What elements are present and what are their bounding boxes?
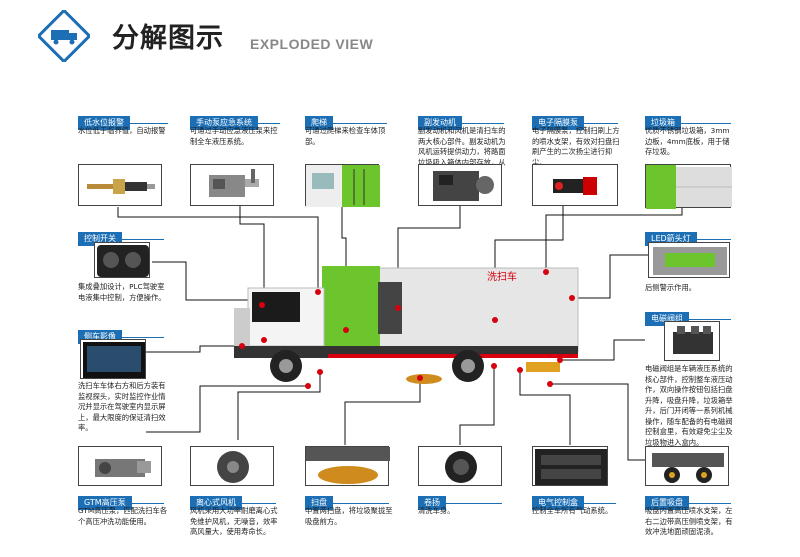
desc-electric-box: 控制全车所有气动系统。 xyxy=(532,506,613,515)
solenoid-valve-image xyxy=(664,321,720,361)
water-alarm-sensor-image xyxy=(78,164,162,206)
label-sweep-disc: 扫盘 xyxy=(305,490,389,510)
garbage-bin-image xyxy=(645,164,732,209)
label-ladder: 爬梯 xyxy=(305,110,387,130)
desc-solenoid-valve: 电磁阀组是车辆液压系统的核心部件，控制整车液压动作，双向操作按钮包括扫盘升降，吸… xyxy=(645,364,733,447)
label-diaphragm-pump: 电子隔膜泵 xyxy=(532,110,618,130)
label-rear-suction: 后置吸盘 xyxy=(645,490,731,510)
desc-hose-reel: 清洗车身。 xyxy=(418,506,455,515)
desc-sweep-disc: 中置两扫盘，将垃圾聚拢至吸盘前方。 xyxy=(305,506,393,526)
diaphragm-pump-image xyxy=(532,164,618,206)
label-water-alarm: 低水位报警 xyxy=(78,110,168,130)
label-hose-reel: 卷扬 xyxy=(418,490,502,510)
desc-centrifugal-fan: 风机采用大功率耐磨离心式免维护风机，无噪音，效率高风量大，使用寿命长。 xyxy=(190,506,278,536)
desc-led-light: 后侧警示作用。 xyxy=(645,283,697,292)
desc-rear-suction: 吸盘内置高压喷水支架，左右二边带高压侧喷支架，有效冲洗地面顽固泥渍。 xyxy=(645,506,733,536)
desc-diaphragm-pump: 电子隔膜泵，控制扫刷上方的喷水支架，有效对扫盘扫刷产生的二次扬尘进行抑尘。 xyxy=(532,126,620,167)
label-manual-pump: 手动泵应急系统 xyxy=(190,110,280,130)
sweep-disc-image xyxy=(305,446,390,486)
manual-pump-image xyxy=(190,164,274,206)
page-title: 分解图示 xyxy=(112,23,224,54)
page-subtitle: EXPLODED VIEW xyxy=(250,36,374,52)
desc-gtm-pump: GTM高压泵，匹配洗扫车各个高压冲洗功能使用。 xyxy=(78,506,168,526)
aux-engine-image xyxy=(418,164,502,206)
truck-logo-icon xyxy=(38,10,90,62)
label-aux-engine: 副发动机 xyxy=(418,110,504,130)
desc-garbage-bin: 优质不锈钢垃圾箱，3mm边板，4mm底板，用于储存垃圾。 xyxy=(645,126,730,156)
rear-suction-image xyxy=(645,446,729,486)
label-electric-box: 电气控制盒 xyxy=(532,490,616,510)
electric-box-image xyxy=(532,446,608,486)
desc-manual-pump: 可通过手动应急液压泵来控制全车液压系统。 xyxy=(190,126,278,146)
truck-body-text: 洗扫车 xyxy=(487,272,517,283)
desc-ladder: 可通过爬梯来检查车体顶部。 xyxy=(305,126,386,146)
desc-water-alarm: 水位低于临界值，自动报警 xyxy=(78,126,166,135)
side-camera-image xyxy=(80,339,146,379)
led-light-image xyxy=(648,242,730,278)
centrifugal-fan-image xyxy=(190,446,274,486)
label-garbage-bin: 垃圾箱 xyxy=(645,110,731,130)
control-switch-image xyxy=(94,242,150,278)
gtm-pump-image xyxy=(78,446,162,486)
label-centrifugal-fan: 离心式风机 xyxy=(190,490,276,510)
ladder-image xyxy=(305,164,380,207)
hose-reel-image xyxy=(418,446,502,486)
desc-side-camera: 洗扫车车体右方和后方装有监视探头，实时监控作业情况并显示在驾驶室内显示屏上，最大… xyxy=(78,381,166,432)
label-gtm-pump: GTM高压泵 xyxy=(78,490,164,510)
desc-control-switch: 集成叠加设计，PLC驾驶室电液集中控制，方便操作。 xyxy=(78,282,166,302)
